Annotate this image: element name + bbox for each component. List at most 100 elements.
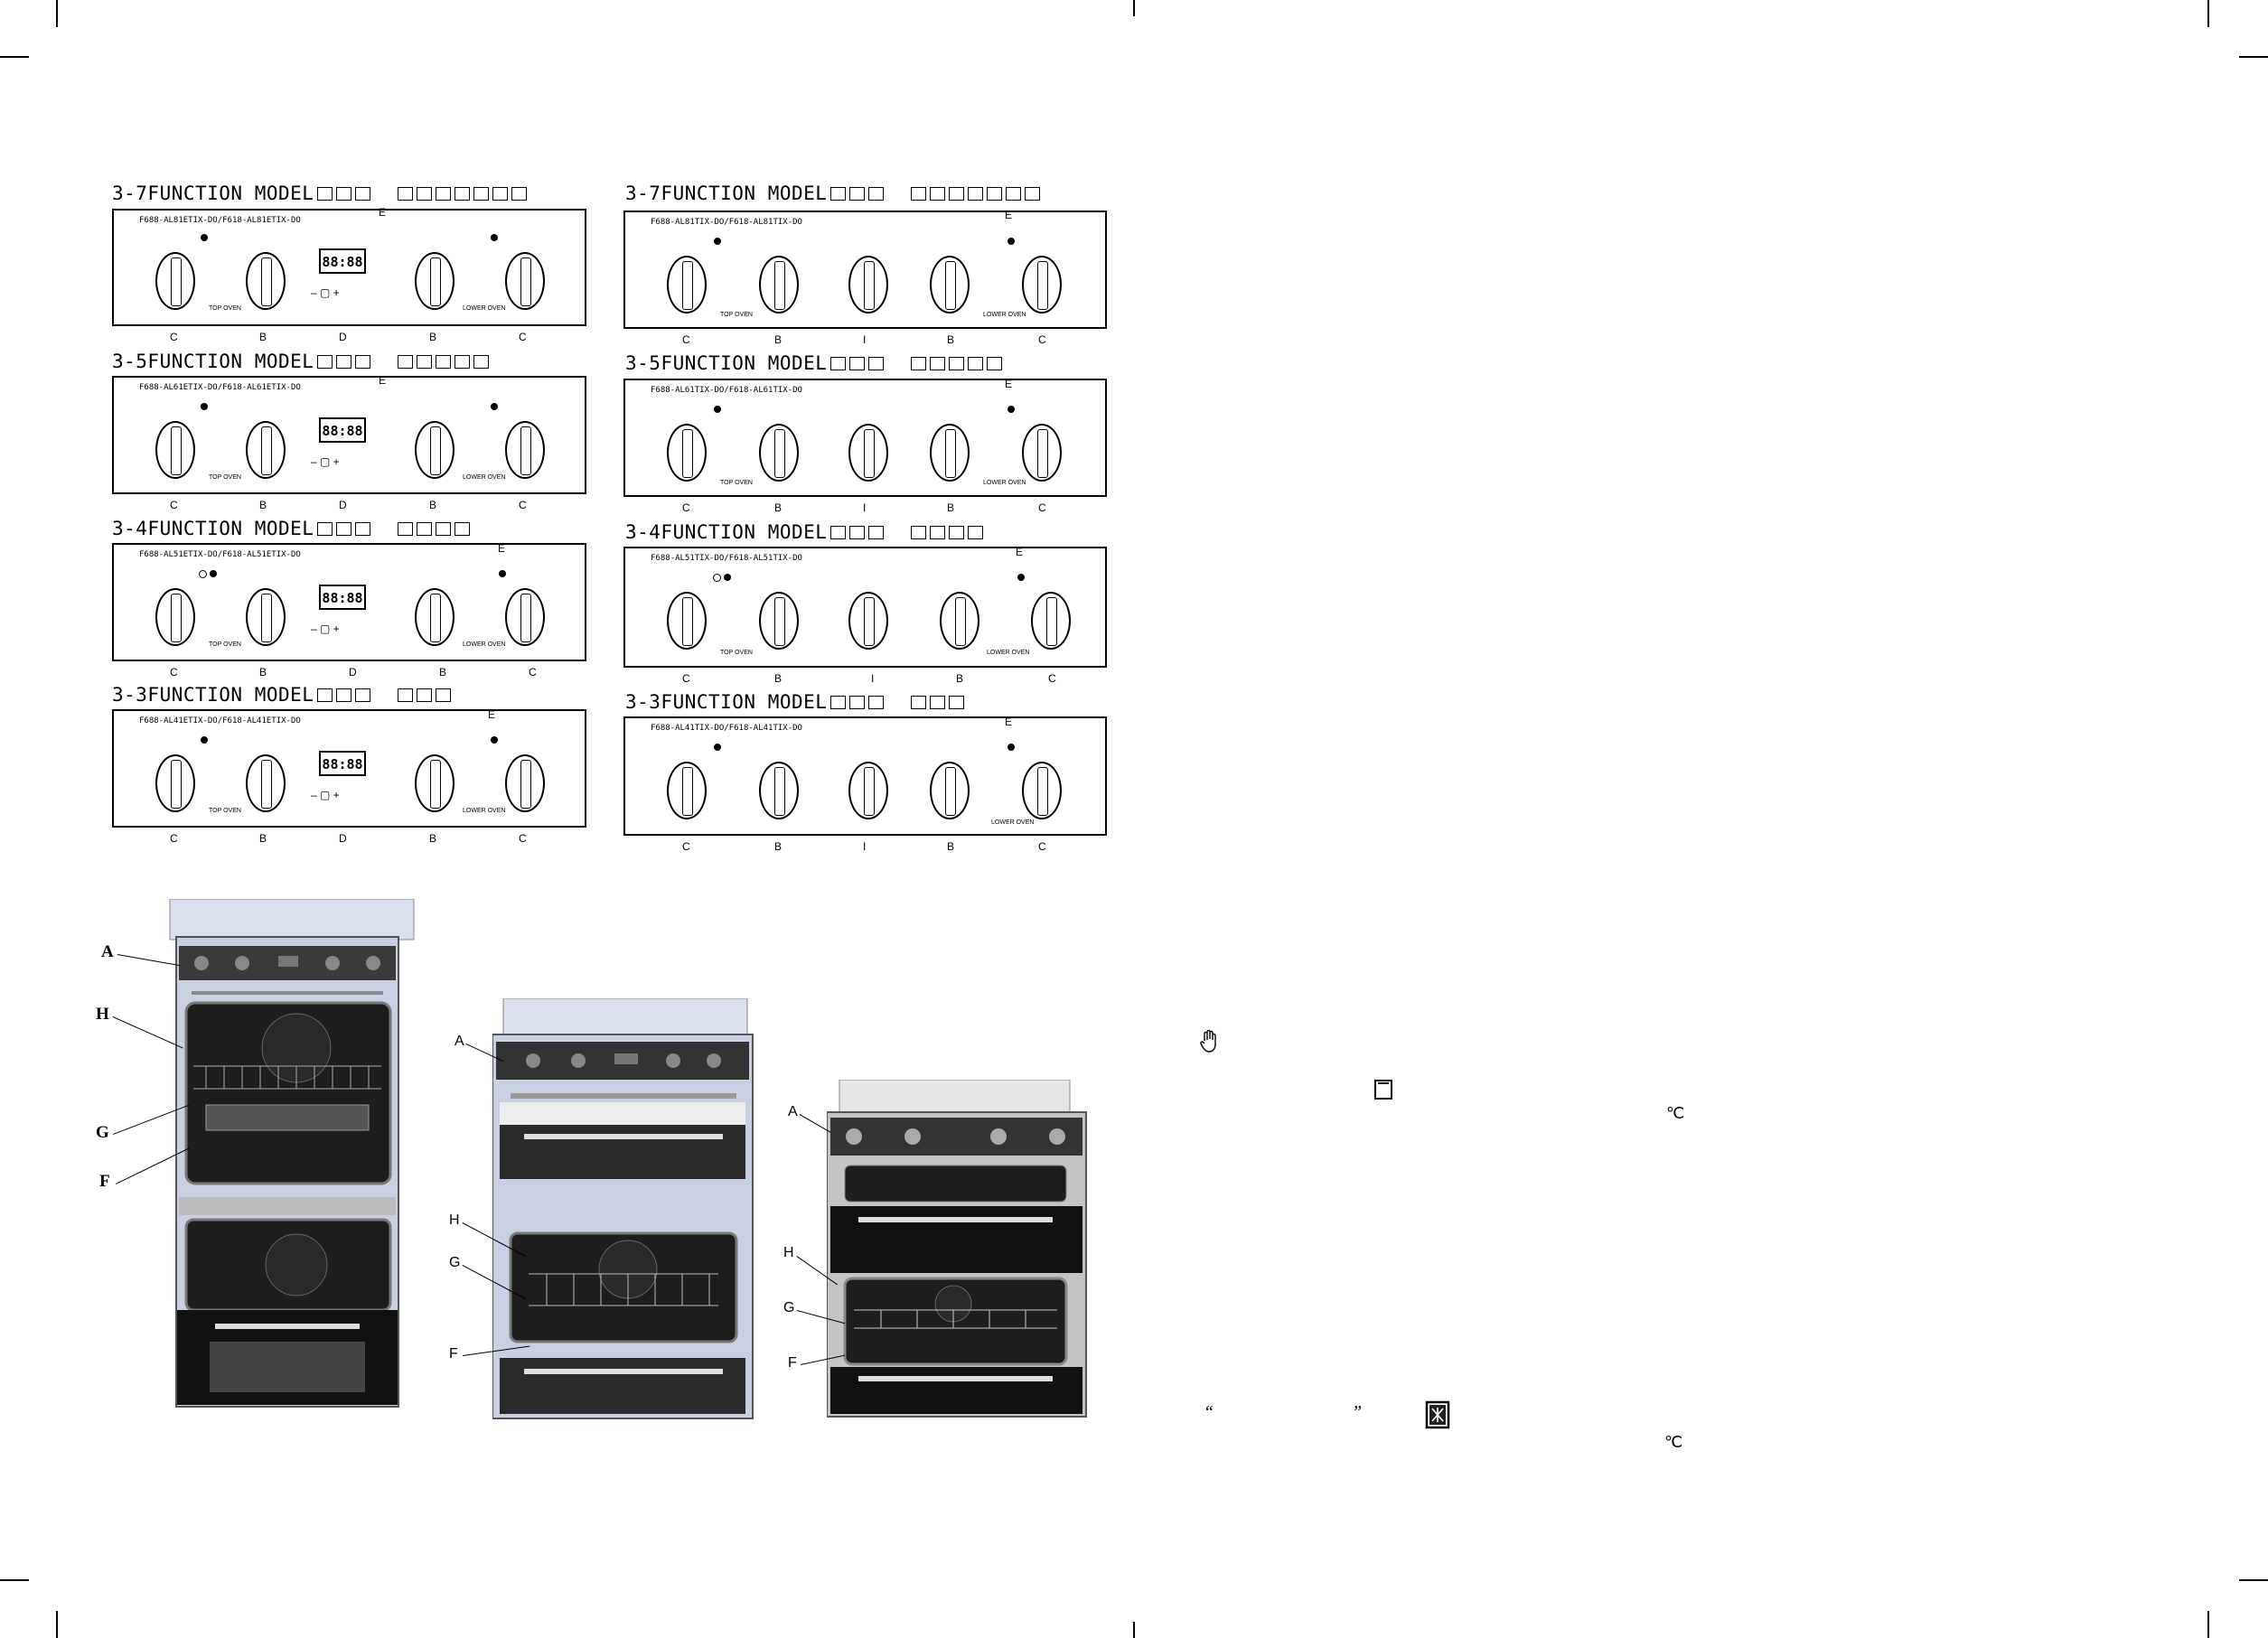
- top-oven-label: TOP OVEN: [209, 808, 241, 814]
- model-title: 3-7FUNCTION MODEL: [625, 183, 1041, 204]
- callout-g: G: [449, 1255, 461, 1270]
- callout-letter: C: [529, 666, 537, 679]
- timer-display: 88:88: [319, 248, 366, 274]
- callout-letter: C: [170, 331, 178, 343]
- timer-buttons: – ▢ +: [311, 455, 340, 468]
- close-quote: ”: [1352, 1402, 1363, 1422]
- timer-buttons: – ▢ +: [311, 286, 340, 299]
- callout-letter: C: [170, 832, 178, 845]
- temperature-knob: [667, 592, 707, 650]
- indicator-light: [201, 736, 208, 744]
- control-panel-diagram: F688-AL41ETIX-DO/F618-AL41ETIX-DO 88:88 …: [112, 709, 586, 828]
- callout-g: G: [96, 1123, 109, 1142]
- indicator-light: [1007, 406, 1015, 413]
- callout-letter: B: [947, 840, 955, 853]
- crop-mark: [2207, 1611, 2209, 1638]
- crop-mark: [2239, 1579, 2268, 1581]
- model-code: F688-AL61ETIX-DO/F618-AL61ETIX-DO: [139, 383, 301, 392]
- model-title: 3-3FUNCTION MODEL: [112, 684, 452, 706]
- function-knob: [930, 424, 970, 482]
- indicator-light: [201, 234, 208, 241]
- callout-letter: D: [339, 832, 347, 845]
- lower-oven-label: LOWER OVEN: [983, 480, 1026, 486]
- indicator-light: [714, 744, 721, 751]
- timer-buttons: – ▢ +: [311, 622, 340, 635]
- callout-h: H: [449, 1212, 460, 1228]
- lower-oven-label: LOWER OVEN: [463, 474, 506, 481]
- indicator-light: [1007, 238, 1015, 245]
- callout-letter: C: [1038, 333, 1046, 346]
- minute-minder-knob: [848, 592, 888, 650]
- celsius-symbol: ℃: [1664, 1433, 1683, 1451]
- temperature-knob: [667, 424, 707, 482]
- top-oven-label: TOP OVEN: [209, 641, 241, 648]
- lower-oven-label: LOWER OVEN: [983, 312, 1026, 318]
- callout-letter: C: [1048, 672, 1056, 685]
- lower-oven-label: LOWER OVEN: [463, 808, 506, 814]
- crop-mark: [0, 56, 29, 58]
- control-panel-diagram: F688-AL81TIX-DO/F618-AL81TIX-DO TOP OVEN…: [623, 211, 1107, 329]
- crop-mark: [0, 1579, 29, 1581]
- model-title: 3-4FUNCTION MODEL: [112, 518, 471, 539]
- callout-letter: B: [774, 672, 783, 685]
- callout-letter: C: [682, 333, 690, 346]
- indicator-light: [491, 736, 498, 744]
- callout-f: F: [788, 1355, 797, 1371]
- function-knob: [759, 424, 799, 482]
- callout-letter: I: [863, 840, 867, 853]
- function-knob: [246, 588, 286, 646]
- lower-oven-label: LOWER OVEN: [463, 641, 506, 648]
- temperature-knob: [1022, 256, 1062, 314]
- temperature-knob: [155, 421, 195, 479]
- control-panel-diagram: F688-AL51ETIX-DO/F618-AL51ETIX-DO 88:88 …: [112, 543, 586, 661]
- model-code: F688-AL41TIX-DO/F618-AL41TIX-DO: [651, 724, 802, 733]
- temperature-knob: [505, 421, 545, 479]
- indicator-light: [491, 234, 498, 241]
- temperature-knob: [1022, 424, 1062, 482]
- lower-oven-label: LOWER OVEN: [991, 819, 1035, 826]
- callout-letter: B: [259, 666, 267, 679]
- callout-h: H: [96, 1005, 109, 1024]
- celsius-symbol: ℃: [1666, 1104, 1685, 1122]
- callout-letter: B: [947, 501, 955, 514]
- function-knob: [759, 762, 799, 819]
- indicator-light: [1007, 744, 1015, 751]
- temperature-knob: [155, 252, 195, 310]
- callout-letter: C: [1038, 840, 1046, 853]
- function-knob: [759, 256, 799, 314]
- crop-mark: [1133, 0, 1135, 16]
- callout-letter: B: [774, 840, 783, 853]
- model-title: 3-5FUNCTION MODEL: [625, 352, 1003, 374]
- callout-h: H: [783, 1245, 794, 1260]
- crop-mark: [1133, 1622, 1135, 1638]
- callout-letter: B: [429, 499, 437, 511]
- callout-f: F: [99, 1172, 110, 1191]
- model-title: 3-4FUNCTION MODEL: [625, 521, 984, 543]
- top-oven-label: TOP OVEN: [720, 312, 753, 318]
- callout-letter: C: [519, 331, 527, 343]
- callout-a: A: [455, 1034, 464, 1049]
- callout-letter: C: [682, 501, 690, 514]
- indicator-light: [1017, 574, 1025, 581]
- callout-letter: B: [429, 832, 437, 845]
- crop-mark: [2239, 56, 2268, 58]
- indicator-light: [499, 570, 506, 577]
- top-oven-label: TOP OVEN: [209, 474, 241, 481]
- temperature-knob: [667, 256, 707, 314]
- callout-letter: B: [774, 333, 783, 346]
- control-panel-diagram: F688-AL61TIX-DO/F618-AL61TIX-DO TOP OVEN…: [623, 379, 1107, 497]
- callout-letter: B: [774, 501, 783, 514]
- temperature-knob: [505, 252, 545, 310]
- temperature-knob: [505, 588, 545, 646]
- timer-display: 88:88: [319, 751, 366, 776]
- timer-buttons: – ▢ +: [311, 789, 340, 801]
- indicator-light: [714, 238, 721, 245]
- callout-e: E: [1005, 716, 1013, 728]
- minute-minder-knob: [848, 424, 888, 482]
- crop-mark: [56, 1611, 58, 1638]
- callout-letter: B: [956, 672, 964, 685]
- control-panel-diagram: F688-AL61ETIX-DO/F618-AL61ETIX-DO 88:88 …: [112, 376, 586, 494]
- callout-letter: C: [1038, 501, 1046, 514]
- hand-stop-icon: [1200, 1030, 1216, 1053]
- callout-letter: B: [259, 499, 267, 511]
